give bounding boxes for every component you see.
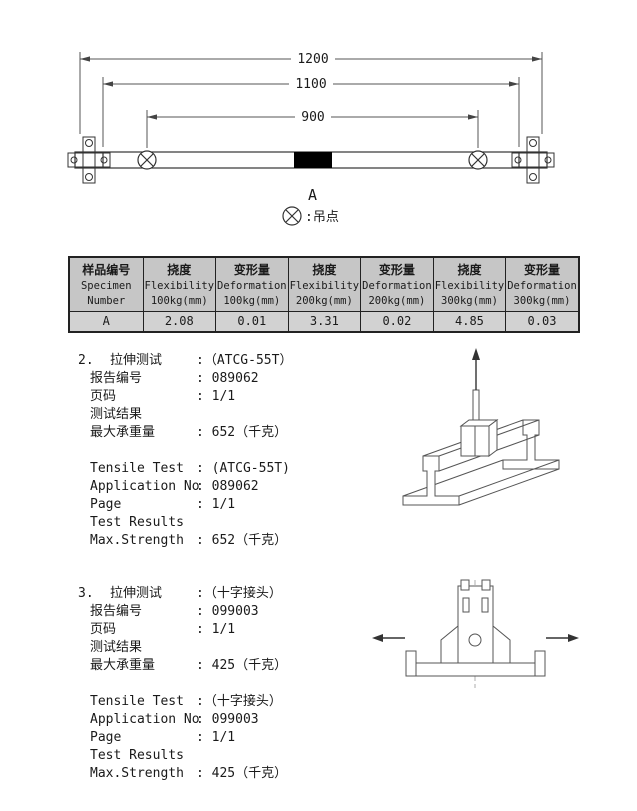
test-results-line: 测试结果 [62,406,392,424]
col-flexibility-300: 挠度 Flexibility 300kg(mm) [432,256,507,312]
cell-deform-300: 0.03 [505,310,580,333]
field-label: Max.Strength [90,533,184,548]
field-label: Test Results [90,515,184,530]
field-label: Tensile Test [90,461,184,476]
field-label: 测试结果 [90,640,143,655]
field-value: : (ATCG-55T) [196,461,290,476]
field-label: Tensile Test [90,694,184,709]
section-title-value: :（十字接头） [196,586,282,601]
cell-deform-100: 0.01 [215,310,289,333]
field-value: : 089062 [196,371,259,386]
cross-fitting-right [511,136,555,184]
field-label: Page [90,497,122,512]
section-title-label: 拉伸测试 [110,353,163,368]
field-value: :（十字接头） [196,694,282,709]
field-value: : 652（千克） [196,533,288,548]
col-deformation-200: 变形量 Deformation 200kg(mm) [360,256,434,312]
application-no-line: Application No : 089062 [62,478,392,496]
field-value: : 1/1 [196,730,236,745]
field-label: 页码 [90,389,117,404]
field-label: 测试结果 [90,407,143,422]
dimension-1100: 1100 [295,77,326,92]
col-deformation-100: 变形量 Deformation 100kg(mm) [215,256,289,312]
load-block-label: A [308,186,317,204]
flex-deform-table: 样品编号 Specimen Number 挠度 Flexibility 100k… [68,256,580,333]
field-label: 最大承重量 [90,658,156,673]
col-flexibility-100: 挠度 Flexibility 100kg(mm) [142,256,217,312]
page-line: 页码 : 1/1 [62,621,392,639]
report-no-line: 报告编号 : 089062 [62,370,392,388]
report-no-line: 报告编号 : 099003 [62,603,392,621]
section-title-label: 拉伸测试 [110,586,163,601]
tbar-pull-test-drawing [402,348,560,506]
field-value: : 099003 [196,712,259,727]
field-label: Test Results [90,748,184,763]
load-block [294,152,332,168]
hanging-point-symbol-left [137,150,157,170]
cell-flex-100: 2.08 [142,310,217,333]
section-number: 2. [78,353,94,368]
field-label: Application No [90,712,200,727]
pull-right-arrow-icon [568,634,579,642]
table-header-row: 样品编号 Specimen Number 挠度 Flexibility 100k… [68,256,580,312]
application-no-line: Application No : 099003 [62,711,392,729]
tensile-test-line: Tensile Test :（十字接头） [62,693,392,711]
pull-up-arrow-icon [472,348,480,360]
col-flexibility-200: 挠度 Flexibility 200kg(mm) [287,256,362,312]
tensile-test-line: Tensile Test : (ATCG-55T) [62,460,392,478]
section-title-value: :（ATCG-55T） [196,353,293,368]
field-value: : 652（千克） [196,425,288,440]
page-en-line: Page : 1/1 [62,496,392,514]
test-results-en-line: Test Results [62,747,392,765]
results-table-wrap: 样品编号 Specimen Number 挠度 Flexibility 100k… [68,256,580,333]
dimension-1200: 1200 [297,52,328,67]
field-value: : 1/1 [196,389,236,404]
field-label: Application No [90,479,200,494]
col-deformation-300: 变形量 Deformation 300kg(mm) [505,256,580,312]
max-strength-line: 最大承重量 : 425（千克） [62,657,392,675]
cross-fitting-left [67,136,111,184]
field-label: 页码 [90,622,117,637]
dimension-900: 900 [301,110,324,125]
section-title: 2. 拉伸测试 :（ATCG-55T） [62,352,392,370]
pull-left-arrow-icon [372,634,383,642]
legend-label: :吊点 [305,210,339,225]
section-tensile-test-atcg: 2. 拉伸测试 :（ATCG-55T） 报告编号 : 089062 页码 : 1/… [62,352,392,550]
max-strength-line: 最大承重量 : 652（千克） [62,424,392,442]
test-results-en-line: Test Results [62,514,392,532]
col-specimen-number: 样品编号 Specimen Number [68,256,144,312]
hanging-point-symbol-right [468,150,488,170]
page-en-line: Page : 1/1 [62,729,392,747]
max-strength-en-line: Max.Strength : 425（千克） [62,765,392,783]
hanging-point-icon [282,206,302,226]
cross-connector-drawing [372,579,579,688]
field-value: : 1/1 [196,497,236,512]
field-value: : 089062 [196,479,259,494]
section-tensile-test-cross: 3. 拉伸测试 :（十字接头） 报告编号 : 099003 页码 : 1/1 测试… [62,585,392,783]
field-label: 最大承重量 [90,425,156,440]
cell-flex-200: 3.31 [287,310,362,333]
field-label: 报告编号 [90,604,143,619]
cell-deform-200: 0.02 [360,310,434,333]
section-title: 3. 拉伸测试 :（十字接头） [62,585,392,603]
field-value: : 1/1 [196,622,236,637]
page-line: 页码 : 1/1 [62,388,392,406]
field-label: Page [90,730,122,745]
section-number: 3. [78,586,94,601]
field-label: Max.Strength [90,766,184,781]
cell-specimen: A [68,310,144,333]
beam-diagram: 1200 1100 900 [67,51,555,226]
field-value: : 099003 [196,604,259,619]
cell-flex-300: 4.85 [432,310,507,333]
table-row: A 2.08 0.01 3.31 0.02 4.85 0.03 [68,310,580,333]
field-value: : 425（千克） [196,766,288,781]
field-label: 报告编号 [90,371,143,386]
max-strength-en-line: Max.Strength : 652（千克） [62,532,392,550]
field-value: : 425（千克） [196,658,288,673]
test-results-line: 测试结果 [62,639,392,657]
